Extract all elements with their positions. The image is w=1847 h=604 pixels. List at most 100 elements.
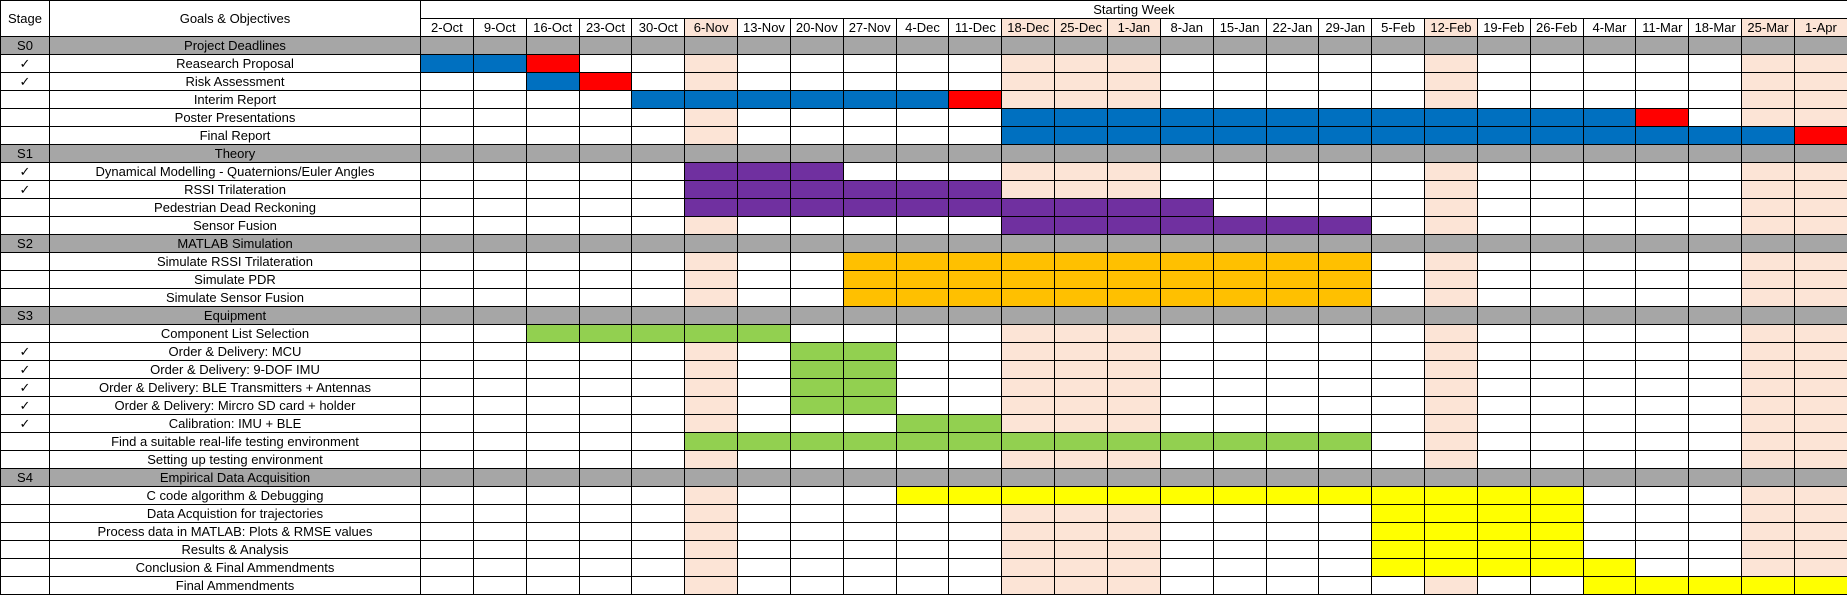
week-cell [1582,306,1637,325]
week-cell [1688,144,1743,163]
week-cell [631,342,686,361]
week-cell [684,144,739,163]
week-cell [631,540,686,559]
week-cell [578,378,633,397]
week-cell [1582,504,1637,523]
gantt-bar-orange [895,270,950,289]
gantt-bar-green [948,414,1003,433]
week-cell [684,72,739,91]
week-cell [420,162,474,181]
week-cell [1582,234,1637,253]
gantt-bar-orange [1001,252,1056,271]
gantt-bar-orange [948,252,1003,271]
week-cell [472,558,527,577]
week-cell [1159,558,1214,577]
week-cell [472,396,527,415]
task-label: Component List Selection [49,324,421,343]
gantt-bar-red [525,54,580,73]
week-cell [1476,396,1531,415]
gantt-bar-blue [789,90,844,109]
week-cell [578,36,633,55]
week-cell [1106,306,1161,325]
week-cell [525,378,580,397]
week-label: 11-Dec [948,18,1003,37]
gantt-bar-orange [948,270,1003,289]
gantt-bar-purple [789,198,844,217]
week-cell [684,396,739,415]
gantt-bar-orange [1265,252,1320,271]
week-cell [1635,414,1690,433]
week-cell [631,396,686,415]
gantt-bar-red [1635,108,1690,127]
week-cell [737,126,791,145]
section-title: MATLAB Simulation [49,234,421,253]
week-cell [1582,324,1637,343]
week-cell [1741,522,1795,541]
gantt-bar-purple [684,198,739,217]
week-cell [737,234,791,253]
week-cell [1793,450,1847,469]
week-cell [1318,558,1373,577]
gantt-bar-yellow [1001,486,1056,505]
gantt-bar-orange [1159,288,1214,307]
week-cell [1371,432,1426,451]
week-cell [1159,54,1214,73]
task-label: Results & Analysis [49,540,421,559]
week-cell [1001,90,1056,109]
week-cell [895,126,950,145]
week-cell [1793,90,1847,109]
week-cell [1741,198,1795,217]
gantt-bar-orange [1159,252,1214,271]
week-cell [1529,270,1584,289]
week-cell [1106,144,1161,163]
week-cell [1582,144,1637,163]
stage-cell [0,90,50,109]
week-cell [684,36,739,55]
week-cell [1635,252,1690,271]
week-cell [578,270,633,289]
week-cell [578,306,633,325]
gantt-bar-yellow [948,486,1003,505]
week-cell [1688,288,1743,307]
week-cell [948,558,1003,577]
week-cell [842,306,897,325]
week-cell [631,486,686,505]
gantt-bar-yellow [1371,486,1426,505]
week-cell [895,54,950,73]
week-cell [737,306,791,325]
week-cell [1212,504,1267,523]
stage-cell: ✓ [0,342,50,361]
week-cell [1741,306,1795,325]
week-cell [1212,342,1267,361]
week-cell [578,396,633,415]
week-cell [1371,468,1426,487]
week-cell [1635,72,1690,91]
week-cell [1371,162,1426,181]
week-cell [1318,90,1373,109]
stage-cell: S1 [0,144,50,163]
week-cell [842,486,897,505]
week-cell [1582,162,1637,181]
week-cell [1159,324,1214,343]
week-cell [1582,216,1637,235]
week-cell [1476,180,1531,199]
week-cell [1318,360,1373,379]
week-cell [1688,90,1743,109]
section-title: Theory [49,144,421,163]
week-cell [737,378,791,397]
gantt-bar-yellow [1424,540,1478,559]
gantt-bar-blue [1635,126,1690,145]
week-cell [842,72,897,91]
week-cell [578,288,633,307]
week-cell [1688,432,1743,451]
week-cell [1582,198,1637,217]
week-cell [1318,540,1373,559]
week-cell [1318,162,1373,181]
week-cell [842,126,897,145]
week-cell [525,198,580,217]
week-cell [1793,180,1847,199]
week-cell [789,306,844,325]
week-cell [895,576,950,595]
